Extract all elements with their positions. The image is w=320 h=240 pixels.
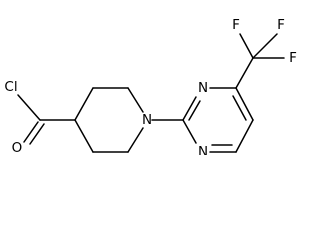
bond-cf3-f-top-left — [239, 33, 254, 59]
atom-labels: Cl O N N N F F F — [4, 17, 296, 155]
bond-pyr-c2-n3-double — [188, 100, 201, 121]
bond-c4-c3 — [74, 87, 94, 121]
bond-pyr-c5-c6 — [235, 119, 254, 153]
bond-c2-n — [127, 87, 144, 113]
fluorine-top-right-label: F — [277, 17, 285, 33]
fluorine-right-label: F — [289, 50, 297, 66]
bond-cl-carbonyl — [17, 94, 41, 121]
pyrimidine-nitrogen-lower-label: N — [198, 144, 208, 155]
bond-carbonyl-o-2 — [29, 123, 45, 145]
bond-carbonyl-o-1 — [23, 121, 39, 143]
chemical-structure-diagram: Cl O N N N F F F — [4, 17, 296, 155]
fluorine-top-left-label: F — [232, 17, 240, 33]
bonds — [17, 33, 285, 153]
bond-c5-c4 — [74, 119, 94, 153]
bond-pyr-c4-c5 — [235, 87, 254, 121]
pyrimidine-nitrogen-upper-label: N — [198, 80, 208, 96]
bond-pyr-c4-c5-double — [232, 95, 247, 121]
bond-c4-cf3 — [235, 57, 254, 89]
bond-pyr-n1-c2 — [182, 119, 197, 144]
bond-cf3-f-top-right — [252, 33, 278, 59]
bond-pyr-c2-n3 — [182, 96, 197, 121]
chlorine-atom-label: Cl — [4, 79, 17, 95]
bond-n-c6 — [127, 127, 144, 153]
piperidine-nitrogen-label: N — [142, 112, 152, 128]
oxygen-atom-label: O — [12, 140, 23, 155]
